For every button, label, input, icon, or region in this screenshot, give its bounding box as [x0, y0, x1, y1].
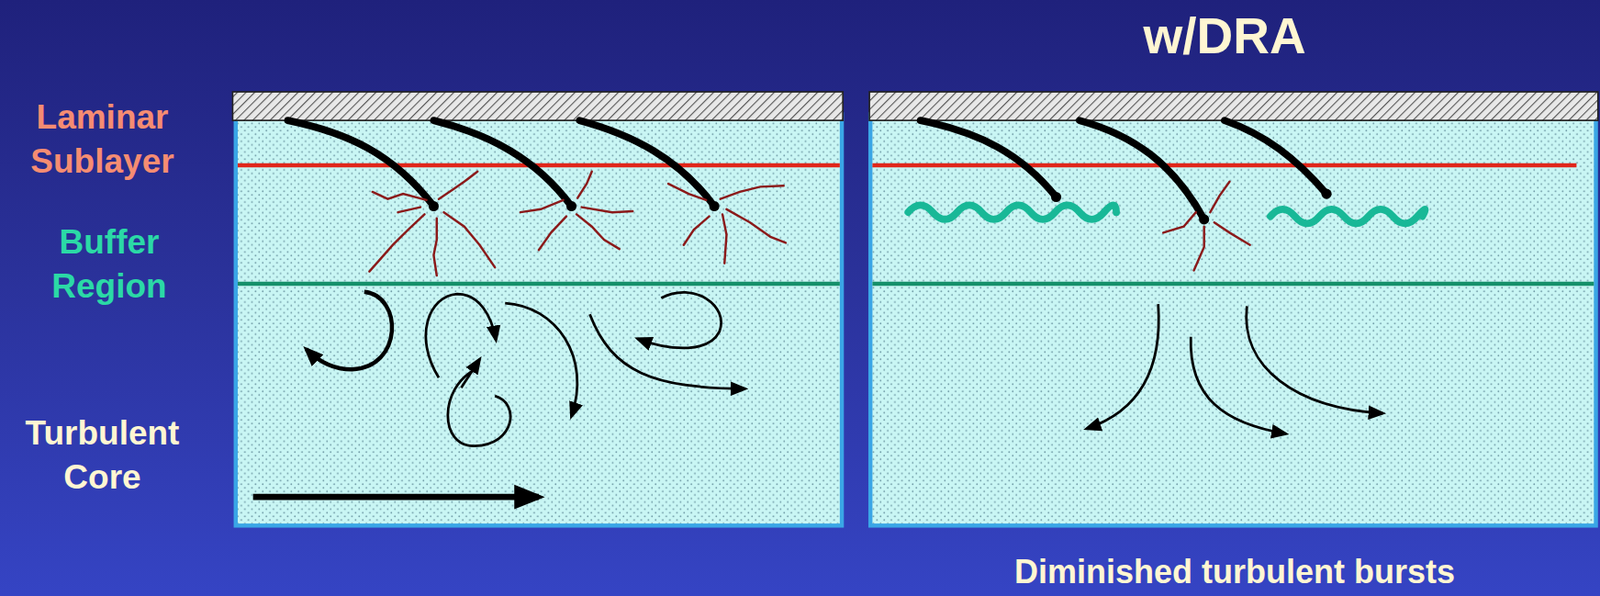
pipe-wall	[232, 91, 1598, 121]
damped-flow	[1086, 303, 1383, 434]
layer-label: Turbulent Core	[3, 411, 202, 500]
layer-label: Laminar Sublayer	[3, 95, 202, 184]
mean-flow-arrow	[253, 493, 539, 501]
turbulent-eddies	[305, 291, 745, 447]
fluid-panel	[235, 113, 1597, 526]
layer-label: Buffer Region	[11, 220, 209, 309]
turbulent-bursts	[369, 171, 1250, 276]
caption-label: Diminished turbulent bursts	[913, 550, 1556, 594]
layer-boundaries	[237, 165, 1594, 284]
polymer-chains	[907, 204, 1425, 224]
wall-streaks	[287, 120, 1327, 220]
panel-heading: w/DRA	[1040, 3, 1409, 70]
